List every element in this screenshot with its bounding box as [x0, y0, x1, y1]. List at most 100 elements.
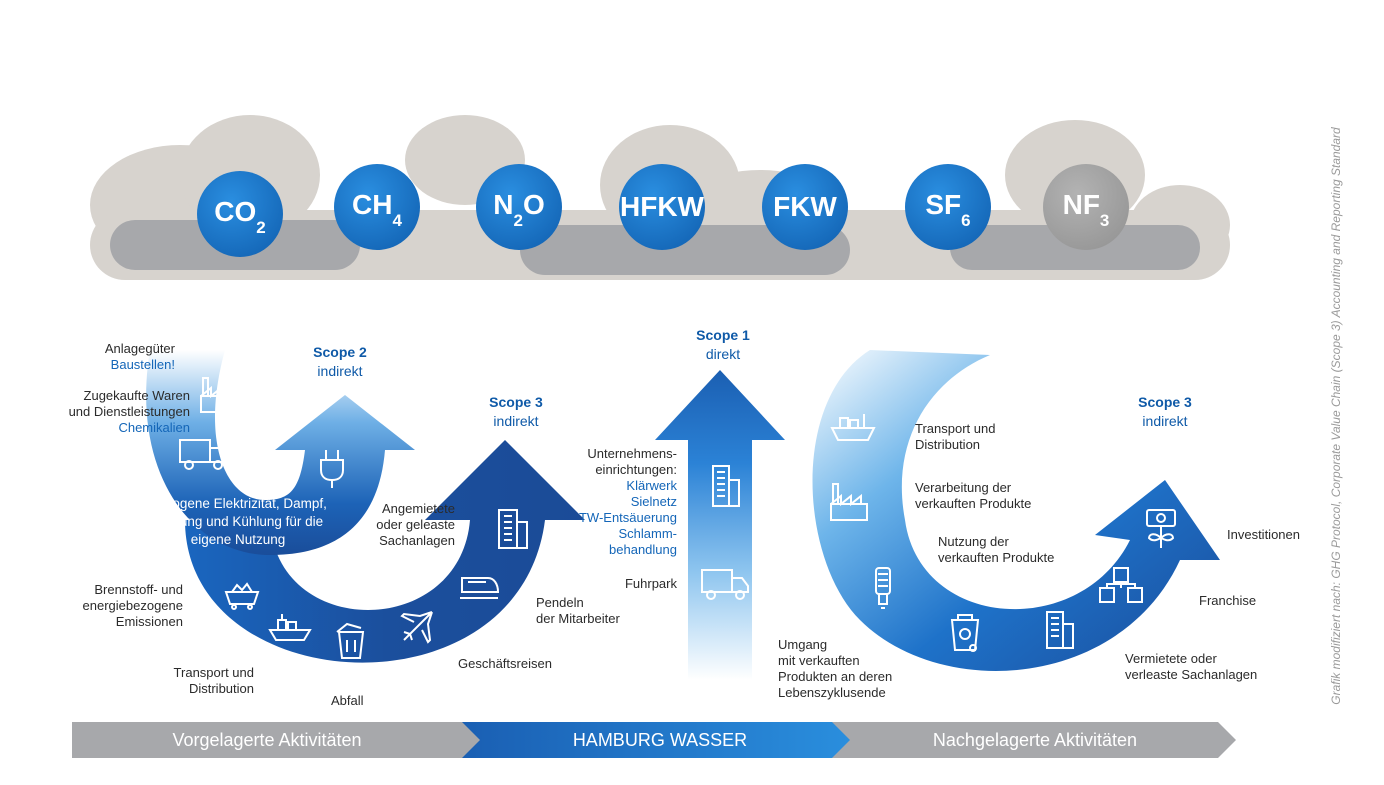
- label-zugekauft: Zugekaufte Waren und Dienstleistungen Ch…: [10, 388, 190, 436]
- transport-upstream-text-2: Distribution: [188, 681, 254, 696]
- einrichtungen-text-1: Unternehmens-: [587, 446, 677, 461]
- elektrizitaet-text-3: eigene Nutzung: [190, 532, 286, 547]
- zugekauft-text-2: und Dienstleistungen: [68, 404, 190, 419]
- source-note-text: Grafik modifiziert nach: GHG Protocol, C…: [1329, 127, 1343, 705]
- band-company-label: HAMBURG WASSER: [572, 730, 748, 750]
- scope3-upstream-label: Scope 3 indirekt: [466, 393, 566, 431]
- baustellen-text: Baustellen!: [110, 357, 175, 372]
- elektrizitaet-text-2: Heizung und Kühlung für die: [152, 514, 324, 529]
- scope3-upstream-sub: indirekt: [493, 413, 539, 429]
- train-icon: [458, 572, 500, 600]
- fuhrpark-text: Fuhrpark: [624, 576, 677, 591]
- vermietet-text-1: Vermietete oder: [1125, 651, 1217, 666]
- vermietet-text-2: verleaste Sachanlagen: [1125, 667, 1258, 682]
- gas-ch4-label: CH4: [352, 188, 402, 231]
- schlamm-text-1: Schlamm-: [618, 526, 677, 541]
- brennstoff-text-2: energiebezogene: [82, 598, 183, 613]
- label-einrichtungen: Unternehmens- einrichtungen: Klärwerk Si…: [560, 446, 677, 558]
- gas-ch4: CH4: [334, 164, 420, 250]
- verarbeitung-text-1: Verarbeitung der: [915, 480, 1012, 495]
- label-abfall: Abfall: [331, 693, 364, 709]
- elektrizitaet-text-1: Bezogene Elektrizität, Dampf,: [149, 496, 327, 511]
- pendeln-text-1: Pendeln: [536, 595, 584, 610]
- band-downstream: [832, 722, 1236, 758]
- leased-building-icon: [1043, 610, 1077, 650]
- label-pendeln: Pendeln der Mitarbeiter: [536, 595, 620, 627]
- investitionen-text: Investitionen: [1227, 527, 1300, 542]
- gas-fkw: FKW: [762, 164, 848, 250]
- angemietet-text-1: Angemietete: [382, 501, 455, 516]
- brennstoff-text-1: Brennstoff- und: [94, 582, 183, 597]
- brennstoff-text-3: Emissionen: [115, 614, 183, 629]
- gas-sf6-label: SF6: [925, 188, 971, 231]
- transport-downstream-text-2: Distribution: [915, 437, 981, 452]
- label-elektrizitaet: Bezogene Elektrizität, Dampf, Heizung un…: [118, 495, 358, 549]
- airplane-icon: [398, 606, 438, 646]
- scope3-downstream-arrow: [812, 350, 1220, 671]
- label-umgang: Umgang mit verkauften Produkten an deren…: [778, 637, 892, 701]
- band-upstream-label: Vorgelagerte Aktivitäten: [172, 730, 362, 750]
- gas-co2: CO2: [197, 171, 283, 257]
- label-transport-upstream: Transport und Distribution: [130, 665, 254, 697]
- band-company: [462, 722, 858, 758]
- angemietet-text-2: oder geleaste: [376, 517, 455, 532]
- anlagegueter-text: Anlagegüter: [104, 341, 175, 356]
- label-brennstoff: Brennstoff- und energiebezogene Emission…: [40, 582, 183, 630]
- transport-downstream-text-1: Transport und: [915, 421, 996, 436]
- gas-n2o-label: N2O: [493, 188, 545, 231]
- cargo-ship-icon: [830, 408, 876, 444]
- geschaeftsreisen-text: Geschäftsreisen: [458, 656, 552, 671]
- gas-nf3-label: NF3: [1062, 188, 1110, 231]
- label-investitionen: Investitionen: [1227, 527, 1300, 543]
- gas-fkw-label: FKW: [773, 191, 837, 222]
- scope3-downstream-title: Scope 3: [1138, 394, 1192, 410]
- verarbeitung-text-2: verkauften Produkte: [915, 496, 1032, 511]
- scope3-upstream-arrow: [185, 440, 585, 663]
- investment-plant-icon: [1143, 508, 1179, 550]
- umgang-text-2: mit verkauften: [778, 653, 860, 668]
- scope2-title: Scope 2: [313, 344, 367, 360]
- schlamm-text-2: behandlung: [609, 542, 677, 557]
- gas-co2-label: CO2: [214, 195, 266, 238]
- label-franchise: Franchise: [1199, 593, 1256, 609]
- abfall-text: Abfall: [331, 693, 364, 708]
- scope2-label: Scope 2 indirekt: [290, 343, 390, 381]
- angemietet-text-3: Sachanlagen: [379, 533, 455, 548]
- sielnetz-text: Sielnetz: [630, 494, 677, 509]
- einrichtungen-text-2: einrichtungen:: [595, 462, 677, 477]
- scope3-upstream-title: Scope 3: [489, 394, 543, 410]
- waste-bin-icon: [335, 622, 367, 660]
- band-downstream-label: Nachgelagerte Aktivitäten: [932, 730, 1138, 750]
- company-building-icon: [707, 464, 741, 508]
- gas-nf3: NF3: [1043, 164, 1129, 250]
- label-anlagegueter: Anlagegüter Baustellen!: [60, 341, 175, 373]
- transport-upstream-text-1: Transport und: [173, 665, 254, 680]
- scope1-arrow: [655, 370, 785, 680]
- zugekauft-text-1: Zugekaufte Waren: [83, 388, 190, 403]
- band-upstream: [72, 722, 488, 758]
- light-bulb-icon: [872, 566, 894, 612]
- tw-text: TW-Entsäuerung: [578, 510, 677, 525]
- gas-sf6: SF6: [905, 164, 991, 250]
- label-transport-downstream: Transport und Distribution: [915, 421, 995, 453]
- scope1-sub: direkt: [705, 346, 741, 362]
- umgang-text-1: Umgang: [778, 637, 828, 652]
- gas-hfkw: HFKW: [619, 164, 705, 250]
- label-nutzung: Nutzung der verkauften Produkte: [938, 534, 1054, 566]
- plug-icon: [317, 448, 347, 490]
- office-building-icon: [495, 508, 529, 550]
- processing-plant-icon: [825, 480, 873, 524]
- label-geschaeftsreisen: Geschäftsreisen: [458, 656, 552, 672]
- franchise-text: Franchise: [1199, 593, 1257, 608]
- scope1-title: Scope 1: [696, 327, 750, 343]
- nutzung-text-1: Nutzung der: [938, 534, 1009, 549]
- scope1-label: Scope 1 direkt: [673, 326, 773, 364]
- label-fuhrpark: Fuhrpark: [590, 576, 677, 592]
- nutzung-text-2: verkauften Produkte: [938, 550, 1055, 565]
- mine-cart-icon: [222, 580, 262, 610]
- scope2-arrow: [146, 350, 415, 555]
- factory-icon: [193, 372, 241, 416]
- truck-icon: [178, 436, 230, 472]
- scope3-downstream-label: Scope 3 indirekt: [1115, 393, 1215, 431]
